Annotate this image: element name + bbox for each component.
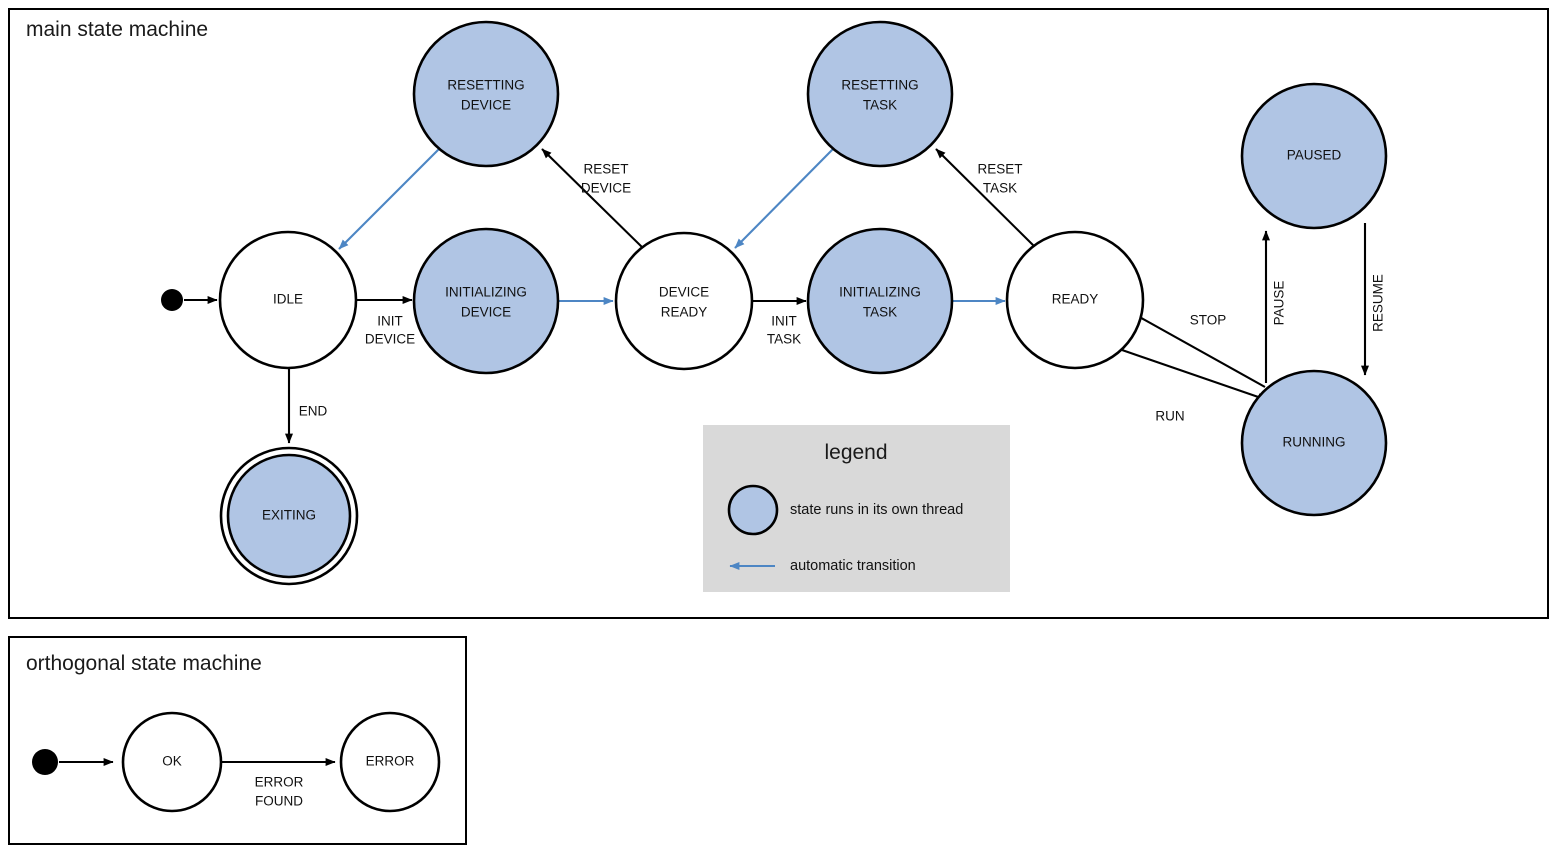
- transition-device-ready-to-resetting-device-line: [541, 148, 646, 251]
- state-ready-circle: [1005, 230, 1145, 370]
- legend-item-threaded-state: state runs in its own thread: [727, 484, 963, 536]
- transition-running-to-ready[interactable]: STOP: [1126, 309, 1266, 388]
- transition-idle-to-initializing-device[interactable]: INIT DEVICE: [357, 296, 415, 347]
- transition-label-init-device-l0: INIT: [377, 314, 403, 329]
- state-resetting-device-label-l1: DEVICE: [461, 98, 511, 113]
- state-initializing-task-label-l0: INITIALIZING: [839, 285, 921, 300]
- transition-label-resume: RESUME: [1371, 274, 1386, 332]
- state-initializing-device-label-l0: INITIALIZING: [445, 285, 527, 300]
- state-resetting-task-circle: [806, 20, 954, 168]
- state-initializing-task[interactable]: INITIALIZING TASK: [806, 227, 954, 375]
- transition-label-reset-task-l0: RESET: [977, 162, 1022, 177]
- transition-paused-to-running[interactable]: RESUME: [1361, 223, 1386, 376]
- state-initializing-device-circle: [412, 227, 560, 375]
- transition-idle-to-exiting[interactable]: END: [285, 368, 328, 444]
- transition-label-init-task-l1: TASK: [767, 332, 801, 347]
- state-resetting-device-circle: [412, 20, 560, 168]
- state-resetting-task-label-l0: RESETTING: [841, 78, 918, 93]
- state-exiting[interactable]: EXITING: [219, 446, 359, 586]
- transition-running-to-paused[interactable]: PAUSE: [1262, 230, 1287, 383]
- transition-device-ready-to-resetting-device[interactable]: RESET DEVICE: [541, 148, 646, 251]
- orthogonal-initial-state-dot: [32, 749, 58, 775]
- transition-resetting-task-to-device-ready[interactable]: [734, 148, 834, 249]
- transition-resetting-task-to-device-ready-line: [734, 148, 834, 249]
- state-exiting-label: EXITING: [262, 508, 316, 523]
- legend-automatic-transition-text: automatic transition: [790, 558, 916, 574]
- transition-label-stop: STOP: [1190, 313, 1227, 328]
- state-device-ready[interactable]: DEVICE READY: [614, 231, 754, 371]
- state-running-label: RUNNING: [1283, 435, 1346, 450]
- state-resetting-task-label-l1: TASK: [863, 98, 897, 113]
- state-initializing-task-label-l1: TASK: [863, 305, 897, 320]
- transition-label-init-task-l0: INIT: [771, 314, 797, 329]
- state-ready-label: READY: [1052, 292, 1099, 307]
- state-paused[interactable]: PAUSED: [1240, 82, 1388, 230]
- transition-device-ready-to-initializing-task[interactable]: INIT TASK: [753, 297, 807, 347]
- state-initializing-device-label-l1: DEVICE: [461, 305, 511, 320]
- state-error-circle: [339, 711, 441, 813]
- state-idle[interactable]: IDLE: [218, 230, 358, 370]
- transition-label-reset-task-l1: TASK: [983, 181, 1017, 196]
- transition-ready-to-resetting-task-line: [935, 148, 1038, 250]
- state-initializing-device[interactable]: INITIALIZING DEVICE: [412, 227, 560, 375]
- state-ok-circle: [121, 711, 223, 813]
- orthogonal-frame-title: orthogonal state machine: [26, 652, 262, 675]
- transition-resetting-device-to-idle[interactable]: [338, 148, 440, 250]
- state-resetting-device-label-l0: RESETTING: [447, 78, 524, 93]
- state-initializing-task-circle: [806, 227, 954, 375]
- main-states: IDLE RESETTING DEVICE INITIALIZING DEVIC…: [161, 20, 1388, 586]
- transition-ready-to-resetting-task[interactable]: RESET TASK: [935, 148, 1038, 250]
- transition-ready-to-running-line: [1121, 349, 1268, 401]
- state-resetting-device[interactable]: RESETTING DEVICE: [412, 20, 560, 168]
- legend-threaded-state-text: state runs in its own thread: [790, 502, 963, 518]
- state-idle-label: IDLE: [273, 292, 303, 307]
- main-frame-title: main state machine: [26, 18, 208, 41]
- orthogonal-transitions: ERROR FOUND: [59, 758, 336, 809]
- main-transitions: INIT DEVICE RESET DEVICE INIT TASK: [184, 148, 1386, 444]
- state-error-label: ERROR: [366, 754, 415, 769]
- state-running-circle: [1240, 369, 1388, 517]
- orthogonal-states: OK ERROR: [32, 711, 441, 813]
- state-idle-circle: [218, 230, 358, 370]
- state-device-ready-label-l1: READY: [661, 305, 708, 320]
- state-ready[interactable]: READY: [1005, 230, 1145, 370]
- state-paused-label: PAUSED: [1287, 148, 1342, 163]
- transition-label-init-device-l1: DEVICE: [365, 332, 415, 347]
- legend-threaded-state-icon: [727, 484, 779, 536]
- state-device-ready-circle: [614, 231, 754, 371]
- state-ok[interactable]: OK: [121, 711, 223, 813]
- transition-label-run: RUN: [1155, 409, 1184, 424]
- legend-title: legend: [824, 441, 887, 464]
- transition-label-reset-device-l1: DEVICE: [581, 181, 631, 196]
- state-ok-label: OK: [162, 754, 182, 769]
- legend: legend state runs in its own thread auto…: [703, 425, 1010, 592]
- transition-running-to-ready-line: [1126, 309, 1266, 388]
- transition-resetting-device-to-idle-line: [338, 148, 440, 250]
- initial-state-dot: [161, 289, 183, 311]
- state-error[interactable]: ERROR: [339, 711, 441, 813]
- transition-label-pause: PAUSE: [1272, 281, 1287, 326]
- state-paused-circle: [1240, 82, 1388, 230]
- state-device-ready-label-l0: DEVICE: [659, 285, 709, 300]
- legend-item-automatic-transition: automatic transition: [729, 558, 916, 574]
- transition-label-error-found-l1: FOUND: [255, 794, 303, 809]
- transition-label-error-found-l0: ERROR: [255, 775, 304, 790]
- transition-ready-to-running[interactable]: RUN: [1121, 349, 1268, 424]
- transition-label-end: END: [299, 404, 328, 419]
- state-exiting-inner-circle: [226, 453, 352, 579]
- transition-label-reset-device-l0: RESET: [583, 162, 628, 177]
- state-running[interactable]: RUNNING: [1240, 369, 1388, 517]
- state-resetting-task[interactable]: RESETTING TASK: [806, 20, 954, 168]
- transition-ok-to-error[interactable]: ERROR FOUND: [221, 758, 336, 809]
